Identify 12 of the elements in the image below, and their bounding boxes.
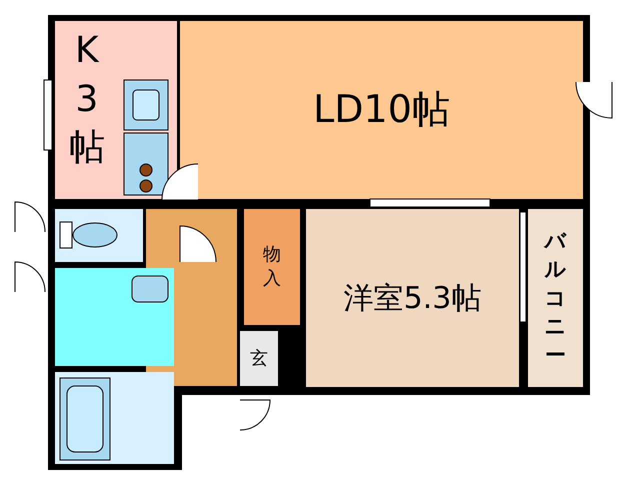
room-area — [240, 331, 278, 386]
room-area — [244, 209, 300, 325]
room-label: K3帖 — [68, 29, 106, 170]
room-area — [180, 21, 583, 199]
room-label: 洋室5.3帖 — [344, 282, 482, 314]
room-label: 玄 — [250, 348, 268, 368]
room-label: 物入 — [262, 242, 282, 291]
room-label: LD10帖 — [313, 89, 450, 131]
room-area — [55, 268, 174, 366]
room-area — [306, 209, 519, 387]
room-area — [528, 209, 583, 387]
room-label: バルコニー — [544, 228, 568, 369]
